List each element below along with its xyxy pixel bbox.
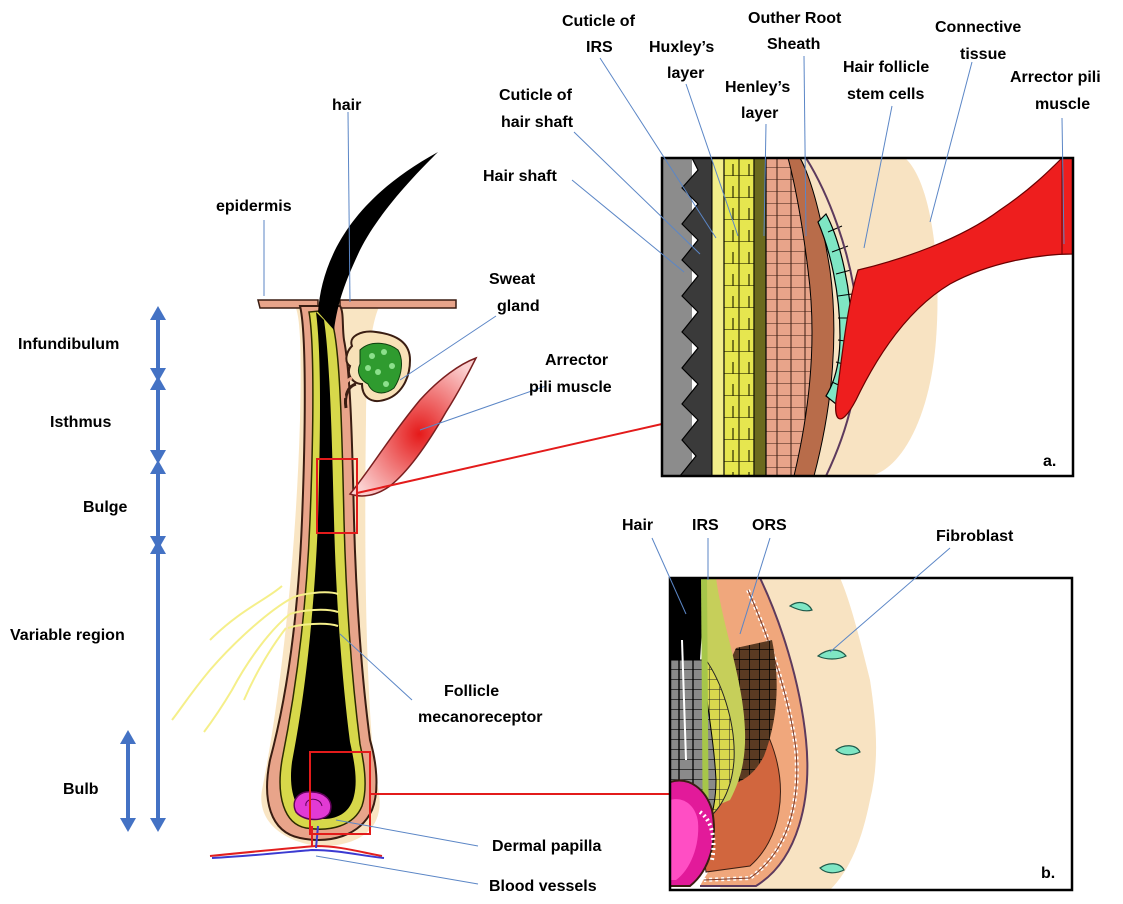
label-hair-shaft: Hair shaft bbox=[483, 168, 557, 185]
panel-b-tag: b. bbox=[1041, 865, 1055, 882]
label-b-ors: ORS bbox=[752, 517, 787, 534]
svg-text:hair shaft: hair shaft bbox=[501, 114, 574, 131]
label-sweat-gland: Sweat gland bbox=[489, 271, 540, 315]
svg-text:pili muscle: pili muscle bbox=[529, 379, 612, 396]
svg-text:Sheath: Sheath bbox=[767, 36, 820, 53]
label-cuticle-hair-shaft: Cuticle of hair shaft bbox=[499, 87, 574, 131]
svg-text:Cuticle of: Cuticle of bbox=[562, 13, 636, 30]
region-label-variable-region: Variable region bbox=[10, 627, 125, 644]
svg-text:layer: layer bbox=[667, 65, 704, 82]
svg-text:mecanoreceptor: mecanoreceptor bbox=[418, 709, 543, 726]
variable-region-arrow bbox=[150, 540, 166, 832]
panel-a: a. bbox=[662, 158, 1073, 476]
svg-text:stem cells: stem cells bbox=[847, 86, 924, 103]
svg-text:Henley’s: Henley’s bbox=[725, 79, 790, 96]
svg-text:Cuticle of: Cuticle of bbox=[499, 87, 573, 104]
svg-text:IRS: IRS bbox=[586, 39, 613, 56]
svg-text:Arrector: Arrector bbox=[545, 352, 608, 369]
svg-text:gland: gland bbox=[497, 298, 540, 315]
svg-text:Arrector pili: Arrector pili bbox=[1010, 69, 1101, 86]
label-epidermis: epidermis bbox=[216, 198, 292, 215]
svg-text:Connective: Connective bbox=[935, 19, 1021, 36]
panel-a-tag: a. bbox=[1043, 453, 1056, 470]
isthmus-arrow bbox=[150, 376, 166, 464]
label-cuticle-irs: Cuticle of IRS bbox=[562, 13, 636, 56]
label-blood-vessels: Blood vessels bbox=[489, 878, 597, 895]
region-label-bulge: Bulge bbox=[83, 499, 128, 516]
label-b-fibroblast: Fibroblast bbox=[936, 528, 1014, 545]
region-arrows bbox=[120, 306, 166, 832]
svg-text:Huxley’s: Huxley’s bbox=[649, 39, 714, 56]
svg-text:tissue: tissue bbox=[960, 46, 1006, 63]
region-label-infundibulum: Infundibulum bbox=[18, 336, 119, 353]
label-arrector-pili-a: Arrector pili muscle bbox=[1010, 69, 1101, 113]
label-hair: hair bbox=[332, 97, 361, 114]
label-outer-root-sheath: Outher Root Sheath bbox=[748, 10, 842, 53]
svg-text:muscle: muscle bbox=[1035, 96, 1090, 113]
svg-text:layer: layer bbox=[741, 105, 778, 122]
region-label-isthmus: Isthmus bbox=[50, 414, 111, 431]
panel-b: b. bbox=[670, 578, 1072, 890]
svg-text:Sweat: Sweat bbox=[489, 271, 536, 288]
label-follicle-mecanoreceptor: Follicle mecanoreceptor bbox=[418, 683, 543, 726]
svg-text:Follicle: Follicle bbox=[444, 683, 499, 700]
label-stem-cells: Hair follicle stem cells bbox=[843, 59, 929, 103]
epidermis bbox=[258, 300, 456, 308]
bulb-arrow bbox=[120, 730, 136, 832]
dermal-papilla bbox=[294, 792, 331, 820]
label-arrector-pili-main: Arrector pili muscle bbox=[529, 352, 612, 396]
bulge-arrow bbox=[150, 460, 166, 550]
region-label-bulb: Bulb bbox=[63, 781, 99, 798]
svg-text:Outher Root: Outher Root bbox=[748, 10, 842, 27]
label-connective-tissue: Connective tissue bbox=[935, 19, 1021, 63]
label-huxley: Huxley’s layer bbox=[649, 39, 714, 82]
label-henley: Henley’s layer bbox=[725, 79, 790, 122]
region-labels: Infundibulum Isthmus Bulge Variable regi… bbox=[10, 336, 128, 798]
label-dermal-papilla: Dermal papilla bbox=[492, 838, 601, 855]
label-b-irs: IRS bbox=[692, 517, 719, 534]
label-b-hair: Hair bbox=[622, 517, 653, 534]
svg-text:Hair follicle: Hair follicle bbox=[843, 59, 929, 76]
panel-b-labels: Hair IRS ORS Fibroblast bbox=[622, 517, 1014, 545]
infundibulum-arrow bbox=[150, 306, 166, 382]
